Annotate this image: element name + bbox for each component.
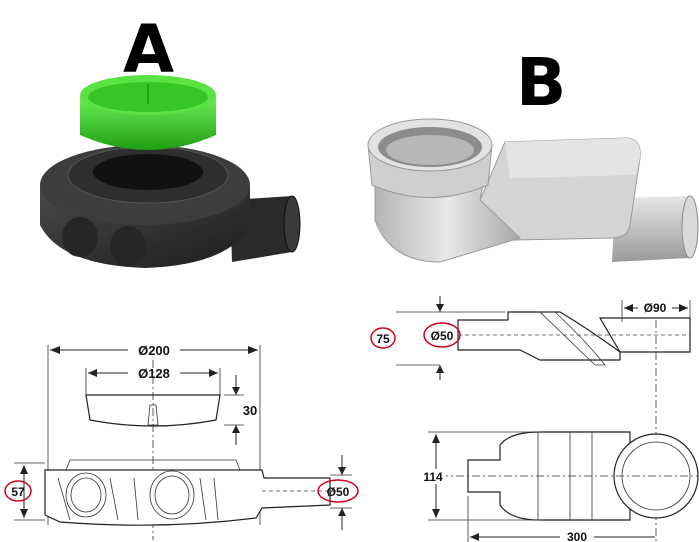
dim-b-height: 75 [376, 332, 390, 346]
dim-b-width: 114 [423, 470, 443, 484]
label-b: B [516, 44, 566, 121]
product-a-render [40, 75, 301, 268]
dim-a-diameter-outer: Ø200 [138, 343, 170, 358]
product-b-render [367, 118, 699, 263]
technical-drawing-b: 75 Ø50 Ø90 114 [370, 296, 699, 542]
dim-a-total-height: 57 [11, 485, 25, 499]
dim-a-cap-height: 30 [243, 403, 257, 418]
dim-b-inlet-diameter: Ø50 [431, 329, 454, 343]
dim-a-diameter-cap: Ø128 [138, 366, 170, 381]
technical-drawing-a: Ø200 Ø128 30 [4, 341, 359, 540]
dim-b-top-diameter: Ø90 [644, 301, 667, 315]
dim-b-length: 300 [567, 530, 587, 542]
dim-a-outlet-diameter: Ø50 [327, 485, 350, 499]
